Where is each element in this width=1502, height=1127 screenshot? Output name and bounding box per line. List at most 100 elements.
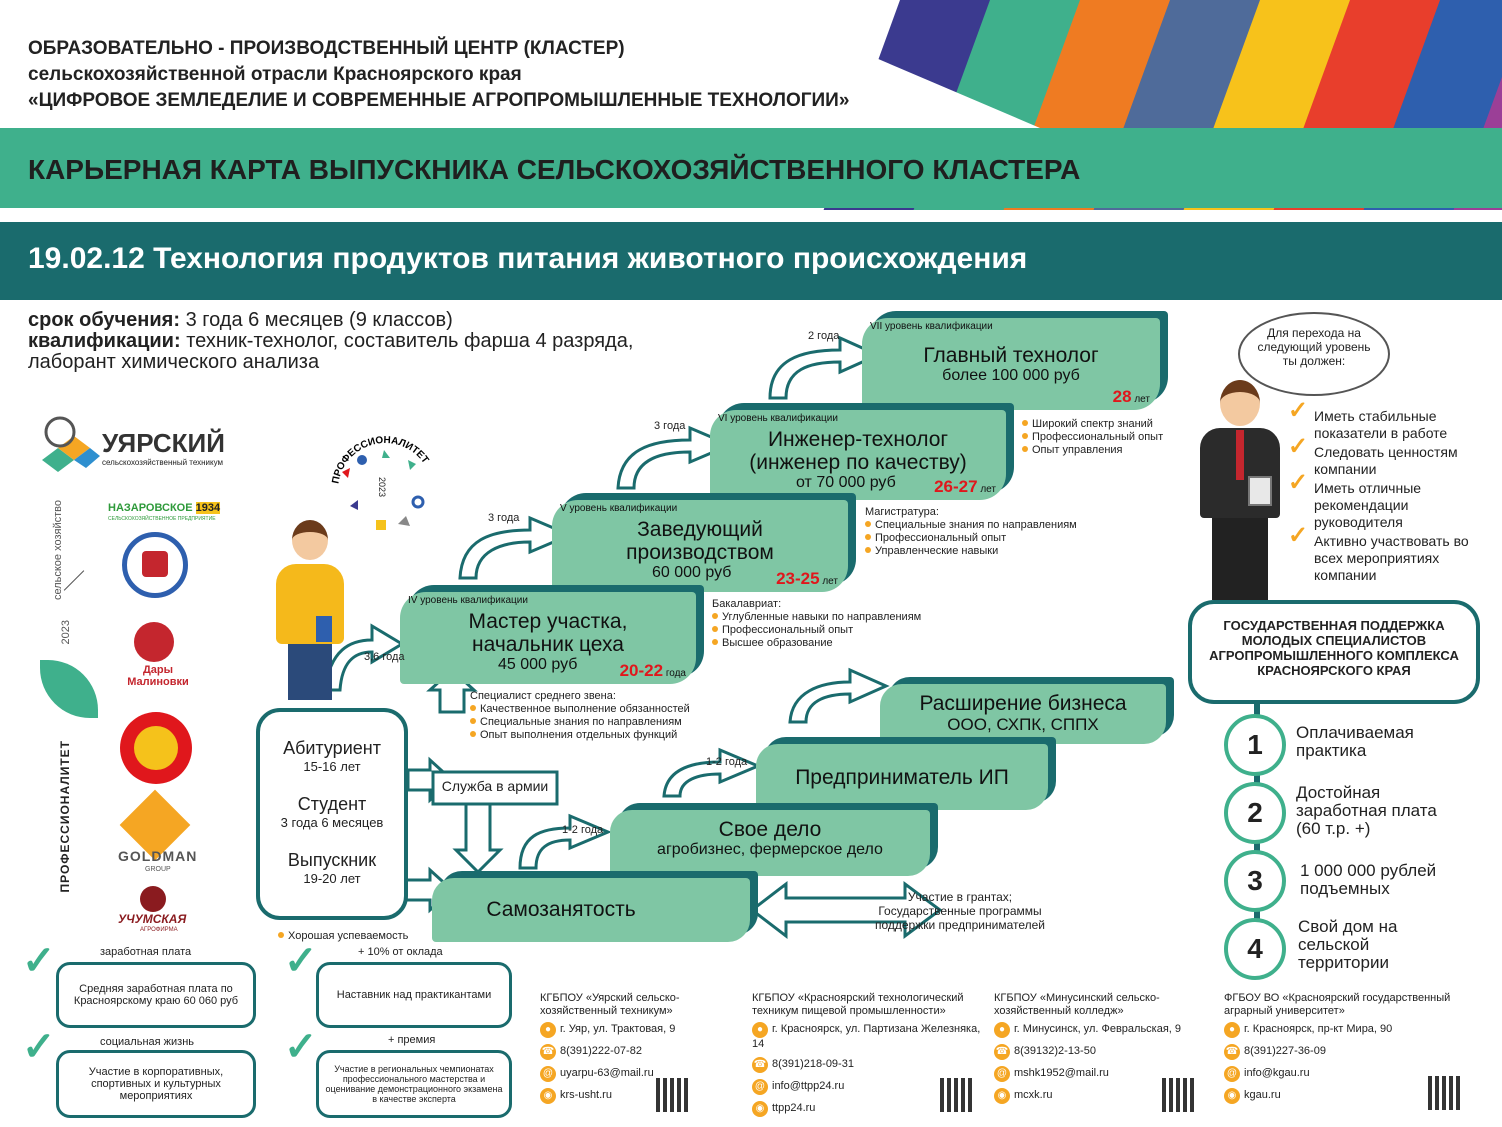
age-unit: лет <box>822 576 838 587</box>
note-item: Высшее образование <box>722 637 833 649</box>
header-line1: ОБРАЗОВАТЕЛЬНО - ПРОИЗВОДСТВЕННЫЙ ЦЕНТР … <box>28 38 625 59</box>
note-item: Профессиональный опыт <box>1032 431 1164 443</box>
support-number: 1 <box>1224 714 1286 776</box>
level-6-card: VI уровень квалификации Инженер-технолог… <box>710 410 1006 500</box>
level-salary: более 100 000 руб <box>942 367 1080 384</box>
mail-icon[interactable]: @ <box>994 1066 1010 1082</box>
gear-logo-icon <box>120 712 192 784</box>
page-title: КАРЬЕРНАЯ КАРТА ВЫПУСКНИКА СЕЛЬСКОХОЗЯЙС… <box>28 154 1081 185</box>
uchum-sub: АГРОФИРМА <box>140 927 178 933</box>
note-item: Опыт выполнения отдельных функций <box>480 729 678 741</box>
arrow-curved <box>662 747 762 798</box>
level-age: 26-27 <box>934 477 978 496</box>
level-title: Инженер-технолог (инженер по качеству) <box>749 428 967 474</box>
web-icon[interactable]: ◉ <box>540 1088 556 1104</box>
qr-code[interactable] <box>656 1078 690 1112</box>
support-number: 4 <box>1224 918 1286 980</box>
check-icon: ✓ <box>1288 433 1309 460</box>
years-label: 3,6 года <box>364 651 405 663</box>
check-icon: ✓ <box>1288 522 1309 549</box>
own-title: Свое дело <box>718 818 822 841</box>
contact-name: КГБПОУ «Уярский сельско-хозяйственный те… <box>540 992 680 1017</box>
years-label: 2 года <box>808 330 840 342</box>
mail-icon[interactable]: @ <box>752 1079 768 1095</box>
qr-code[interactable] <box>940 1078 974 1112</box>
champ-box: Участие в региональных чемпионатах профе… <box>316 1050 512 1118</box>
level-title: Главный технолог <box>923 344 1099 367</box>
qual-value-2: лаборант химического анализа <box>28 351 320 373</box>
note-item: Специальные знания по направлениям <box>480 716 682 728</box>
support-text: Достойная заработная плата (60 т.р. +) <box>1296 783 1437 838</box>
notes-level3: Специалист среднего звена: Качественное … <box>470 690 690 742</box>
contact-website[interactable]: mcxk.ru <box>1014 1089 1053 1101</box>
naz-logo: НАЗАРОВСКОЕ 1934 <box>108 502 221 514</box>
business-expand-card: Расширение бизнеса ООО, СХПК, СППХ <box>880 684 1166 744</box>
dary-logo-icon <box>134 622 174 662</box>
header: ОБРАЗОВАТЕЛЬНО - ПРОИЗВОДСТВЕННЫЙ ЦЕНТР … <box>28 36 849 114</box>
own-sub: агробизнес, фермерское дело <box>657 841 883 858</box>
header-line3: «ЦИФРОВОЕ ЗЕМЛЕДЕЛИЕ И СОВРЕМЕННЫЕ АГРОП… <box>28 90 850 111</box>
study-info: срок обучения: 3 года 6 месяцев (9 класс… <box>28 310 633 373</box>
check-icon: ✓ <box>22 939 56 983</box>
businessman-figure <box>1190 380 1290 600</box>
web-icon[interactable]: ◉ <box>1224 1088 1240 1104</box>
contact-website[interactable]: ttpp24.ru <box>772 1102 816 1114</box>
arrow-curved <box>518 813 612 870</box>
level-age: 20-22 <box>619 661 664 680</box>
uchum-name: УЧУМСКАЯ <box>118 912 187 926</box>
age-unit: года <box>665 668 686 679</box>
contact-website[interactable]: kgau.ru <box>1244 1089 1281 1101</box>
contact-email[interactable]: info@kgau.ru <box>1244 1067 1310 1079</box>
good-grades-label: Хорошая успеваемость <box>288 930 409 942</box>
level-5-card: V уровень квалификации Заведующий произв… <box>552 500 848 592</box>
dary-logo: Дары Малиновки <box>127 664 189 688</box>
arrow-curved <box>323 623 405 692</box>
note-item: Углубленные навыки по направлениям <box>722 611 922 623</box>
phone-icon: ☎ <box>540 1044 556 1060</box>
mail-icon[interactable]: @ <box>540 1066 556 1082</box>
level-salary: 60 000 руб <box>652 564 732 581</box>
qr-code[interactable] <box>1162 1078 1196 1112</box>
note-head: Магистратура: <box>865 506 939 518</box>
web-icon[interactable]: ◉ <box>752 1101 768 1117</box>
level-label: VI уровень квалификации <box>718 413 838 424</box>
contact-phone: 8(391)227-36-09 <box>1244 1045 1326 1057</box>
requirements-list: ✓Иметь стабильные показатели в работе ✓С… <box>1288 399 1488 584</box>
note-item: Качественное выполнение обязанностей <box>480 703 690 715</box>
support-number: 2 <box>1224 782 1286 844</box>
qual-value: техник-технолог, составитель фарша 4 раз… <box>186 330 634 352</box>
level-age: 23-25 <box>776 569 820 588</box>
uyar-logo: УЯРСКИЙ сельскохозяйственный техникум <box>30 410 240 480</box>
phone-icon: ☎ <box>752 1057 768 1073</box>
student-box: Абитуриент 15-16 лет Студент 3 года 6 ме… <box>256 708 408 920</box>
mail-icon[interactable]: @ <box>1224 1066 1240 1082</box>
web-icon[interactable]: ◉ <box>994 1088 1010 1104</box>
notes-level5: Магистратура: Специальные знания по напр… <box>865 506 1077 558</box>
expand-sub: ООО, СХПК, СППХ <box>947 715 1099 734</box>
pin-icon: ● <box>1224 1022 1240 1038</box>
note-item: Широкий спектр знаний <box>1032 418 1153 430</box>
level-4-card: IV уровень квалификации Мастер участка, … <box>400 592 696 684</box>
notes-level4: Бакалавриат: Углубленные навыки по напра… <box>712 598 921 650</box>
support-text: 1 000 000 рублей подъемных <box>1300 861 1437 898</box>
check-icon: ✓ <box>22 1025 56 1069</box>
contact-email[interactable]: uyarpu-63@mail.ru <box>560 1067 654 1079</box>
contact-email[interactable]: mshk1952@mail.ru <box>1014 1067 1109 1079</box>
requirement-item: Активно участвовать во всех мероприятиях… <box>1314 533 1469 583</box>
arrow-curved <box>788 667 890 724</box>
contact-email[interactable]: info@ttpp24.ru <box>772 1080 845 1092</box>
social-box: Участие в корпоративных, спортивных и ку… <box>56 1050 256 1118</box>
years-label: 3 года <box>654 420 686 432</box>
uyar-sub: сельскохозяйственный техникум <box>102 458 223 467</box>
own-business-card: Свое дело агробизнес, фермерское дело <box>610 810 930 876</box>
naz-year: 1934 <box>195 502 221 514</box>
contact-name: ФГБОУ ВО «Красноярский государственный а… <box>1224 992 1451 1017</box>
contact-address: г. Минусинск, ул. Февральская, 9 <box>1014 1023 1182 1035</box>
uyar-name: УЯРСКИЙ <box>102 428 225 458</box>
contact-website[interactable]: krs-usht.ru <box>560 1089 612 1101</box>
years-label: 1-2 года <box>562 824 604 836</box>
uchum-logo-icon <box>140 886 166 912</box>
contact-block: ФГБОУ ВО «Красноярский государственный а… <box>1224 992 1474 1104</box>
student-figure <box>270 520 350 700</box>
qr-code[interactable] <box>1428 1076 1462 1110</box>
